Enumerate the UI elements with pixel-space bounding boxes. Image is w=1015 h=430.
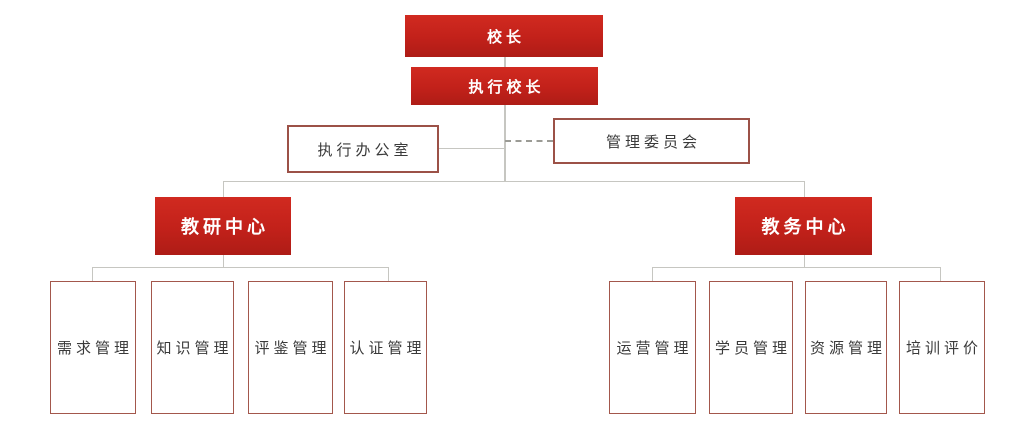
connector-trunk — [504, 105, 506, 181]
connector-main-horizontal — [223, 181, 805, 182]
node-executive-office-label: 执行办公室 — [317, 142, 413, 159]
node-evaluation-management-label: 评鉴管理 — [254, 341, 331, 357]
node-student-management-label: 学员管理 — [714, 341, 791, 357]
connector-principal-to-exec — [504, 57, 506, 67]
node-knowledge-management-label: 知识管理 — [156, 341, 233, 357]
node-management-committee-label: 管理委员会 — [605, 134, 701, 151]
connector-right-horizontal — [652, 267, 940, 268]
connector-down-academic-center — [804, 181, 805, 197]
connector-down-research-center — [223, 181, 224, 197]
node-resource-management-label: 资源管理 — [810, 341, 887, 357]
connector-academic-center-bottom — [804, 255, 805, 267]
connector-exec-office — [439, 148, 505, 149]
node-operations-management-label: 运营管理 — [616, 341, 693, 357]
connector-left-horizontal — [92, 267, 388, 268]
node-knowledge-management: 知识管理 — [151, 281, 234, 414]
node-operations-management: 运营管理 — [609, 281, 696, 414]
node-academic-affairs-center-label: 教务中心 — [761, 217, 850, 237]
node-executive-principal: 执行校长 — [411, 67, 598, 105]
connector-right-stub-last — [940, 267, 941, 281]
node-training-evaluation: 培训评价 — [899, 281, 985, 414]
node-training-evaluation-label: 培训评价 — [905, 341, 982, 357]
node-demand-management-label: 需求管理 — [56, 341, 133, 357]
node-certification-management: 认证管理 — [344, 281, 427, 414]
node-resource-management: 资源管理 — [805, 281, 887, 414]
node-principal-label: 校长 — [486, 29, 525, 46]
connector-mgmt-committee-dashed — [505, 140, 553, 142]
node-evaluation-management: 评鉴管理 — [248, 281, 333, 414]
node-academic-affairs-center: 教务中心 — [735, 197, 872, 255]
node-executive-principal-label: 执行校长 — [468, 79, 545, 96]
connector-left-stub-last — [388, 267, 389, 281]
connector-left-stub-first — [92, 267, 93, 281]
node-student-management: 学员管理 — [709, 281, 793, 414]
node-principal: 校长 — [405, 15, 603, 57]
node-executive-office: 执行办公室 — [287, 125, 439, 173]
node-teaching-research-center-label: 教研中心 — [181, 217, 269, 237]
node-certification-management-label: 认证管理 — [349, 341, 426, 357]
node-demand-management: 需求管理 — [50, 281, 136, 414]
connector-research-center-bottom — [223, 255, 224, 267]
node-teaching-research-center: 教研中心 — [155, 197, 291, 255]
connector-right-stub-first — [652, 267, 653, 281]
node-management-committee: 管理委员会 — [553, 118, 750, 164]
